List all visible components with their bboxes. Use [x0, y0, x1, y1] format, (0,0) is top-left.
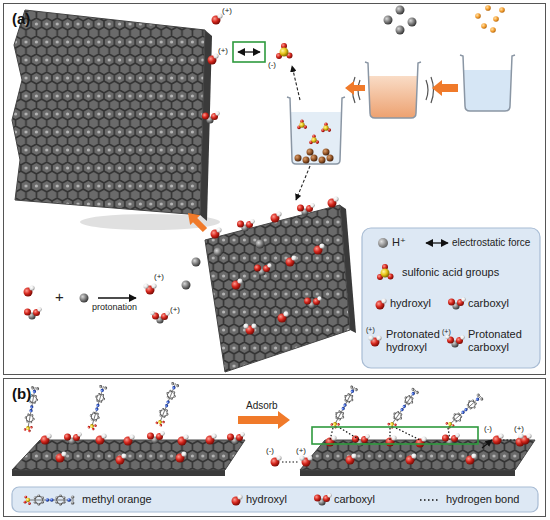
adsorbed-molecules — [312, 385, 485, 444]
legend-text: methyl orange — [82, 493, 152, 506]
legend-box — [12, 487, 538, 512]
legend-text: H⁺ — [392, 236, 406, 249]
arrow-label: Adsorb — [246, 400, 278, 411]
legend-text: hydrogen bond — [446, 493, 519, 506]
panel-frame: (a) — [3, 3, 546, 375]
legend-text: sulfonic acid groups — [402, 266, 499, 279]
legend-text: hydroxyl — [390, 297, 431, 310]
legend-box — [362, 228, 540, 368]
charge-mark: (+) — [366, 326, 375, 334]
beaker-blue — [460, 5, 515, 111]
graphene-sheet — [12, 431, 245, 476]
legend-text: carboxyl — [334, 493, 375, 506]
charge-mark: (-) — [484, 425, 492, 434]
legend-text: Protonated carboxyl — [468, 328, 532, 354]
legend-text: carboxyl — [468, 297, 509, 310]
charge-mark: (-) — [268, 61, 276, 70]
charge-mark: (+) — [218, 47, 228, 56]
graphene-sheet — [12, 10, 223, 230]
graphene-sheet — [182, 196, 357, 372]
methyl-orange-molecules — [22, 381, 180, 432]
legend-text: Protonated hydroxyl — [386, 328, 450, 354]
charge-mark: (+) — [514, 425, 524, 434]
panel-label: (a) — [12, 10, 30, 27]
charge-mark: (+) — [222, 7, 232, 16]
legend-text: hydroxyl — [246, 493, 287, 506]
released-ion-pairs — [271, 433, 532, 466]
reaction-label: protonation — [92, 303, 137, 313]
legend-icons — [24, 493, 440, 505]
charge-mark: (+) — [154, 273, 164, 282]
panel-label: (b) — [12, 385, 31, 402]
beaker-mixture — [287, 97, 345, 164]
sulfonate-group — [276, 43, 293, 59]
charge-mark: (+) — [442, 328, 451, 336]
legend-text: electrostatic force — [452, 237, 530, 249]
charge-mark: (+) — [170, 306, 180, 315]
adsorb-arrow — [238, 411, 290, 429]
graphene-sheet — [300, 433, 535, 476]
legend-swatch — [378, 238, 388, 248]
plus-sign: + — [55, 289, 64, 306]
protonation-reaction — [24, 283, 170, 323]
charge-mark: (-) — [266, 447, 274, 456]
electrostatic-highlight — [233, 42, 265, 62]
charge-mark: (+) — [296, 447, 306, 456]
beaker-orange — [353, 6, 434, 119]
